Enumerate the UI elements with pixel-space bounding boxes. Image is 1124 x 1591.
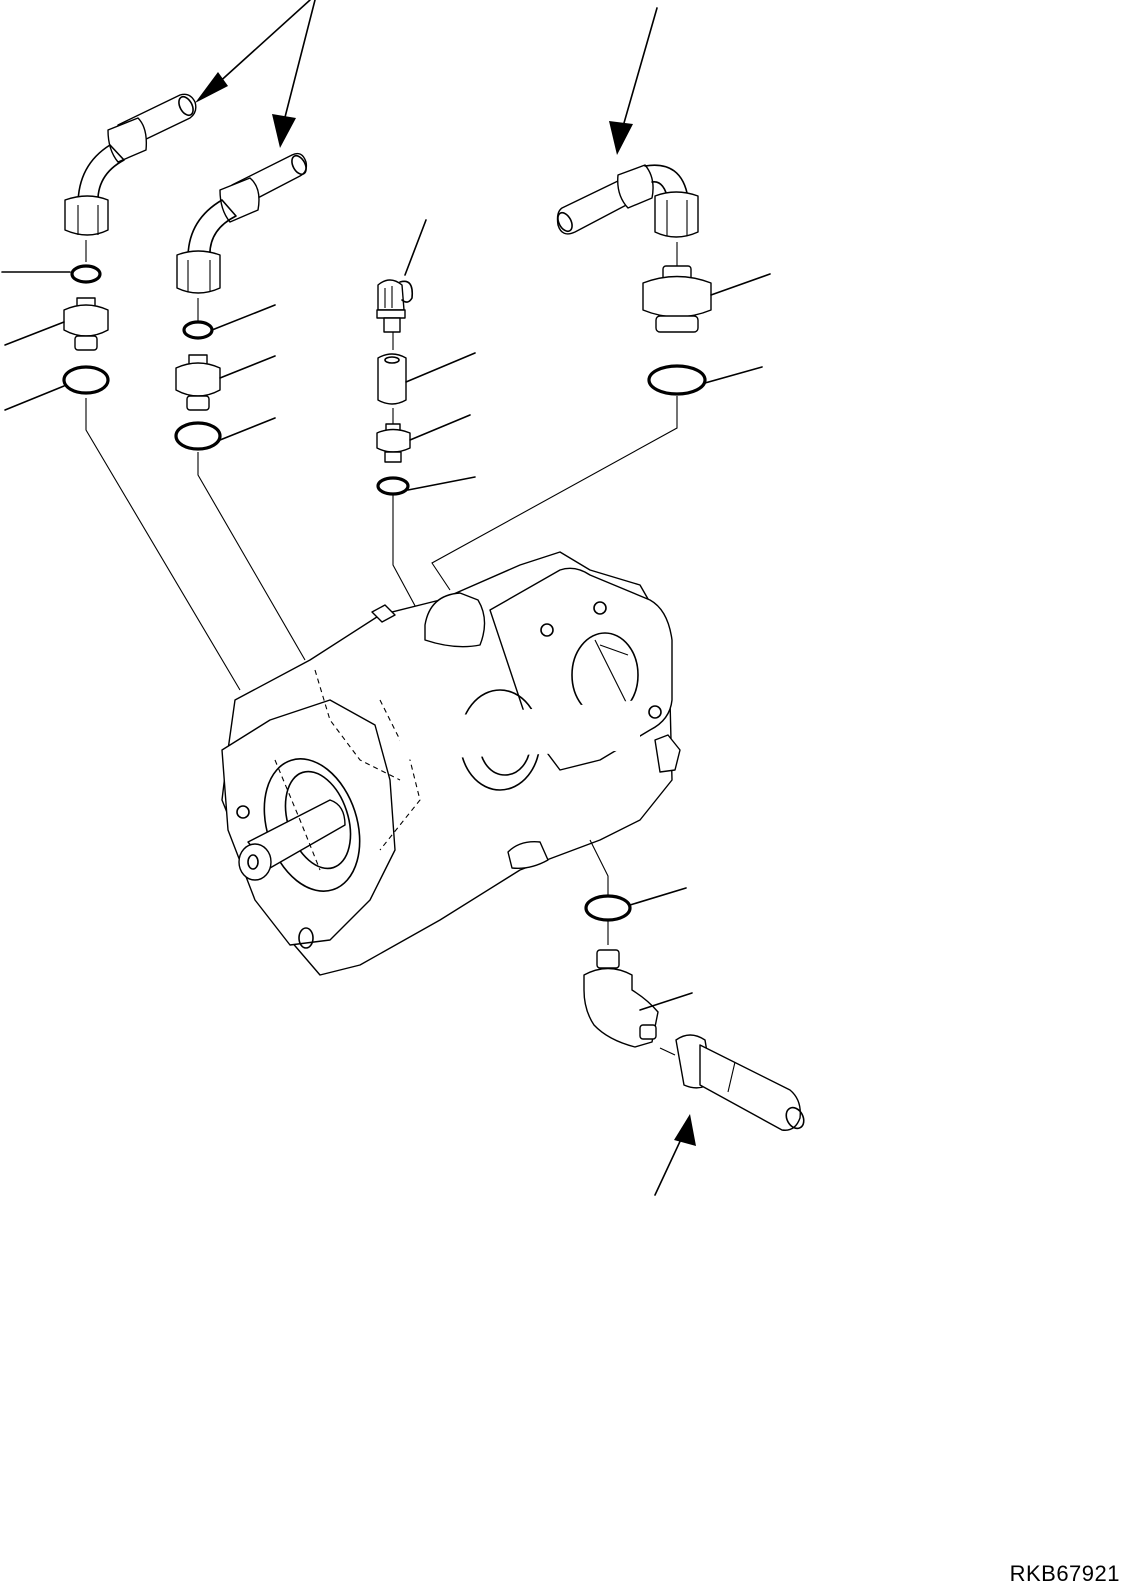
axis-line: [85, 398, 241, 691]
adapter-4: [642, 265, 712, 333]
leader-line: [629, 887, 687, 906]
oring-2a: [182, 320, 214, 340]
oring-1a: [70, 264, 102, 284]
callout-arrows-top-left: [195, 0, 316, 148]
oring-1b: [62, 365, 110, 395]
hose-elbow-4: [556, 164, 699, 238]
elbow-fitting: [583, 949, 659, 1048]
leader-line: [409, 414, 471, 441]
adapter-3: [376, 423, 411, 463]
leader-line: [405, 352, 476, 383]
axis-line: [197, 452, 306, 661]
leader-line: [710, 273, 771, 296]
adapter-1: [63, 297, 109, 351]
bleed-valve: [376, 279, 414, 333]
leader-line: [211, 304, 276, 331]
axis-line: [431, 396, 678, 591]
axis-line: [392, 494, 421, 616]
hose-elbow-1: [64, 93, 197, 236]
hose-elbow-2: [176, 152, 308, 294]
leader-line: [4, 321, 65, 346]
hose-straight-5: [675, 1034, 805, 1131]
leader-line: [219, 417, 276, 441]
oring-5: [584, 894, 632, 922]
leader-line: [219, 355, 276, 379]
callout-arrow-bottom: [654, 1114, 696, 1196]
adapter-2: [175, 354, 221, 411]
leader-line: [407, 476, 476, 491]
spacer-sleeve: [377, 353, 407, 405]
oring-2b: [174, 421, 222, 451]
figure-id-label: RKB67921: [1009, 1561, 1120, 1586]
leader-line: [704, 366, 763, 384]
leader-line: [639, 992, 693, 1011]
hydraulic-pump: [221, 551, 681, 976]
leader-line: [404, 219, 427, 276]
axis-line: [589, 839, 609, 895]
axis-line: [659, 1047, 676, 1056]
leader-line: [4, 385, 65, 411]
oring-4: [647, 364, 707, 396]
callout-arrow-top-right: [609, 7, 658, 155]
oring-3: [376, 476, 410, 496]
